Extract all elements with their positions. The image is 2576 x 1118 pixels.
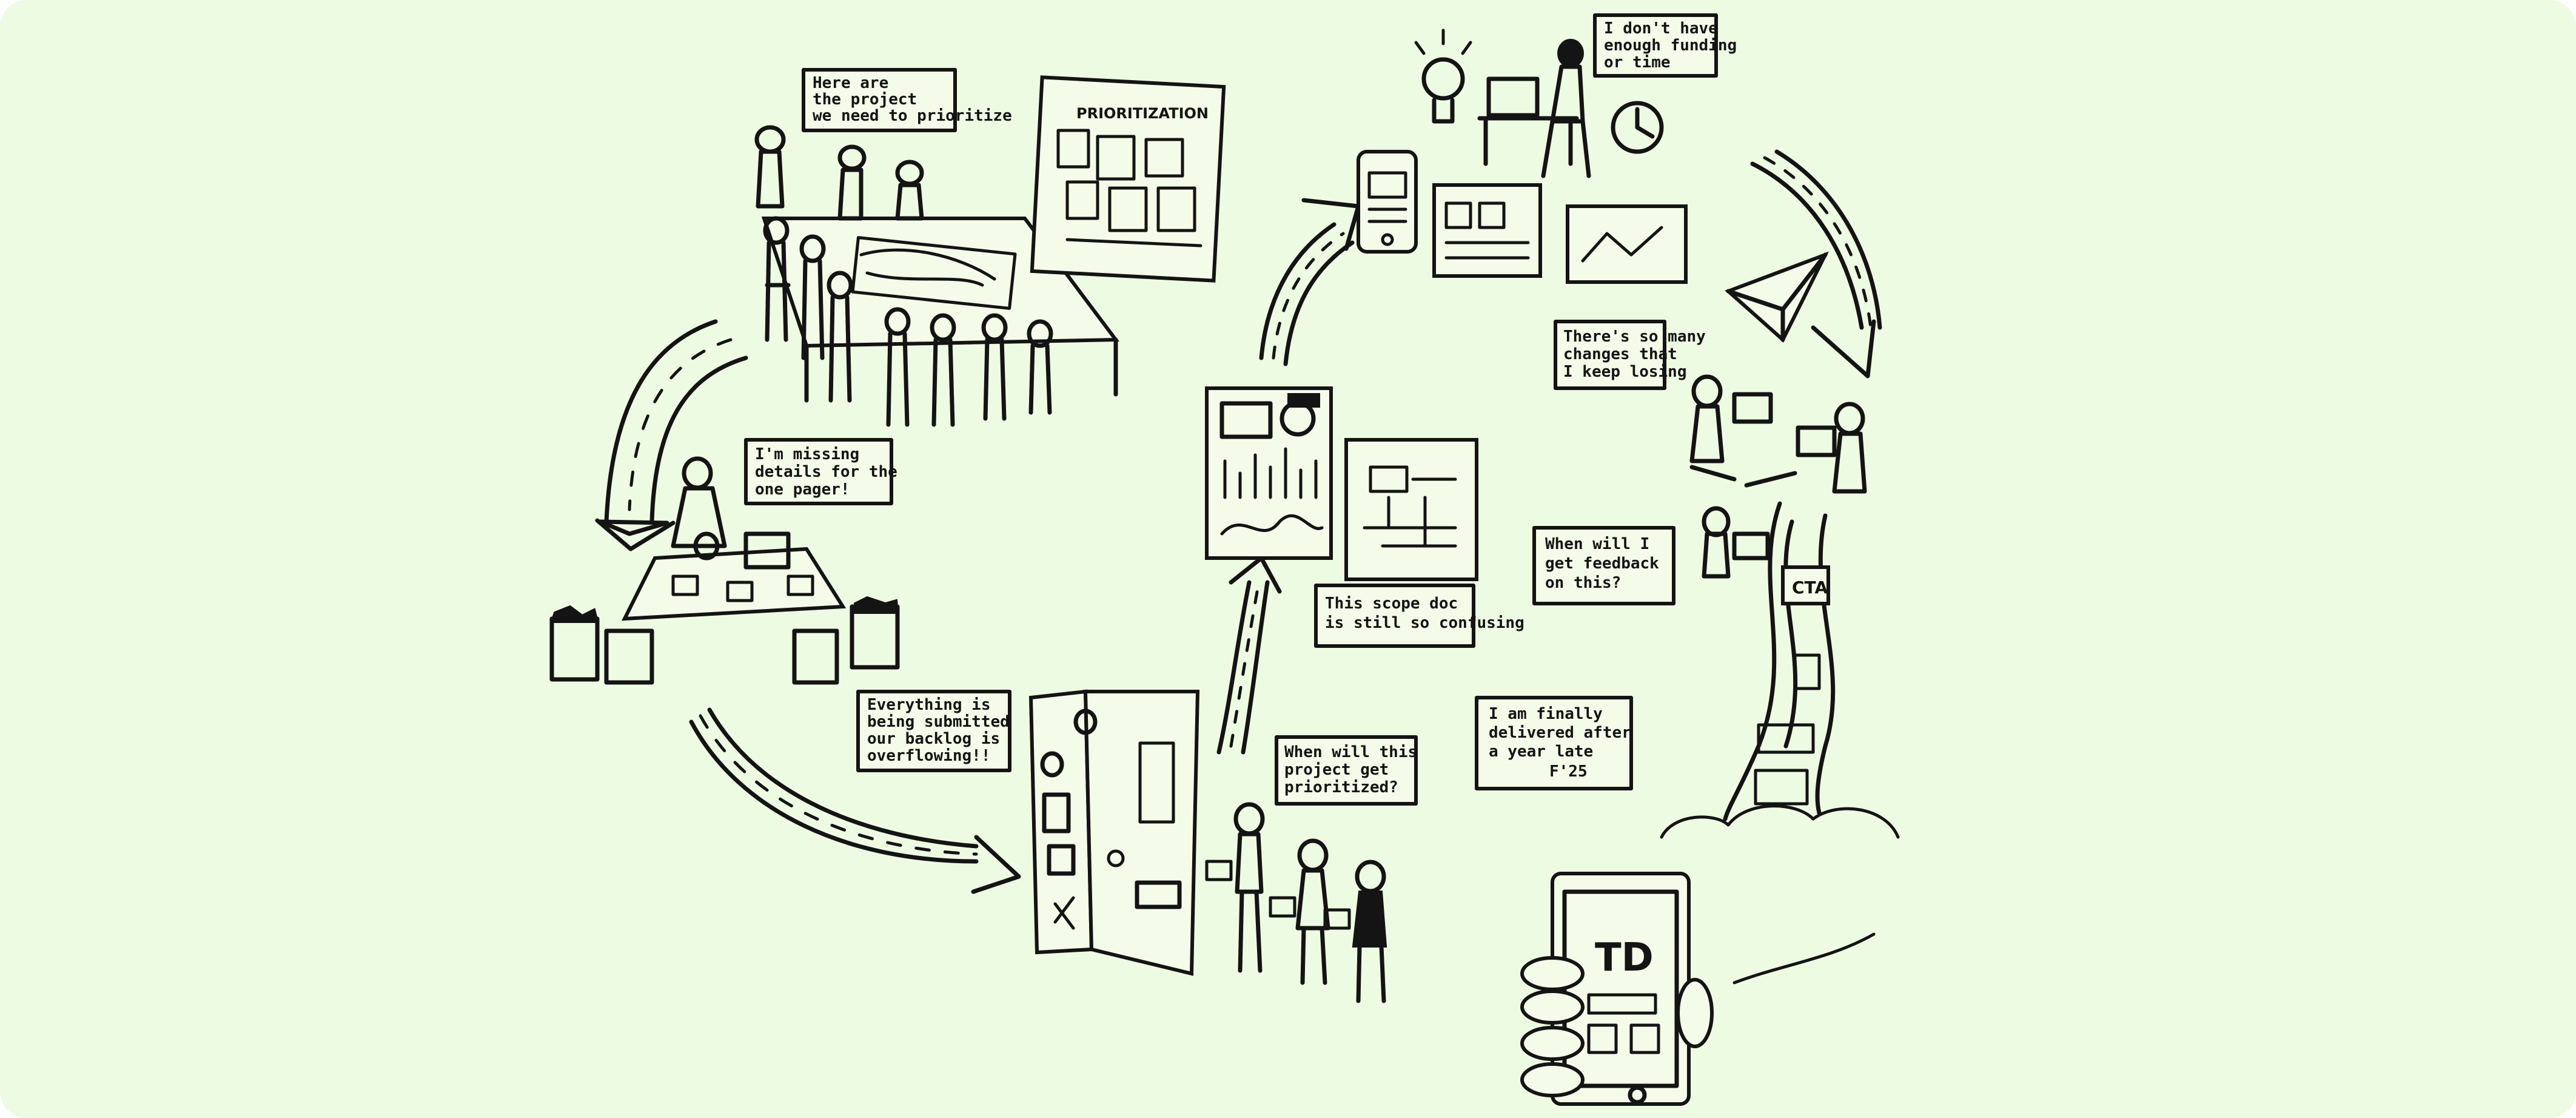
lightbulb-icon: [1414, 29, 1472, 124]
clock-icon: [1611, 101, 1664, 154]
phone-wireframe-icon: [1357, 150, 1418, 254]
scope-doc: [1344, 438, 1478, 581]
prioritization-board: PRIORITIZATION: [1030, 75, 1226, 283]
cloud-base: [1660, 804, 1900, 985]
dashboard-document: [1205, 386, 1333, 560]
arrow-wireframes-to-team: [1750, 149, 1882, 379]
desk-person-scene: [549, 456, 900, 685]
paper-plane-icon: [1725, 251, 1830, 343]
chart-wireframe: [1566, 204, 1688, 284]
browser-wireframe: [1432, 183, 1542, 278]
crowd-behind-door: [1040, 709, 1098, 876]
bin-icon: [604, 628, 654, 685]
delivered-tablet: TD: [1520, 872, 1714, 1106]
team-workstations: [1689, 374, 1867, 579]
designer-at-desk: [1477, 39, 1591, 178]
meeting-table-scene: [754, 125, 1119, 427]
arrow-desk-to-door: [689, 707, 1021, 894]
meeting-attendees: [763, 216, 1053, 427]
backlog-door-scene: [1028, 689, 1200, 976]
waiting-people: [1205, 802, 1387, 1003]
board-title: PRIORITIZATION: [1076, 105, 1209, 122]
td-label: TD: [1595, 935, 1654, 980]
presenter-figure: [754, 125, 924, 221]
bin-icon: [792, 628, 839, 685]
arrow-meeting-to-desk: [595, 319, 748, 551]
winding-road: CTA: [1723, 501, 1836, 821]
cta-label: CTA: [1792, 578, 1828, 598]
